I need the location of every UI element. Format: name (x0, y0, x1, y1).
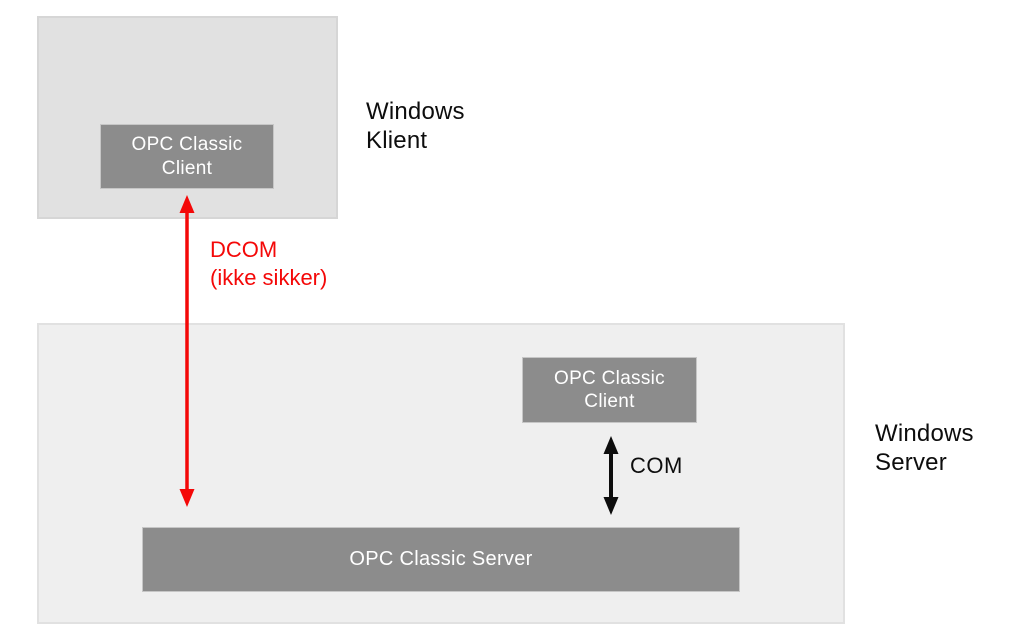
node-opc-classic-server: OPC Classic Server (142, 527, 740, 592)
dcom-connection-label: DCOM (ikke sikker) (210, 237, 328, 290)
com-connection-label: COM (630, 453, 683, 478)
zone-label-windows-klient: Windows Klient (366, 98, 465, 155)
node-opc-classic-client-top: OPC Classic Client (100, 124, 274, 189)
zone-label-windows-server: Windows Server (875, 420, 974, 477)
node-opc-classic-client-inner: OPC Classic Client (522, 357, 697, 423)
